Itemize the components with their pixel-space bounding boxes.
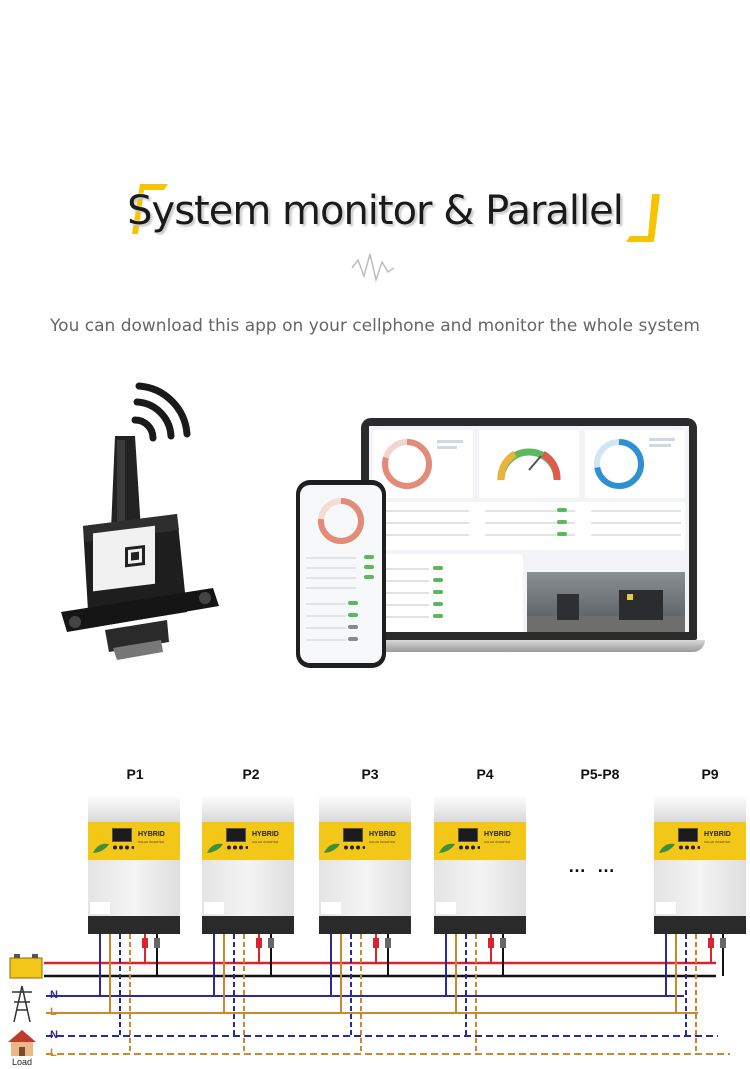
wifi-dongle-image	[61, 382, 219, 660]
laptop-image	[355, 418, 725, 656]
inverter-buttons-icon	[679, 845, 700, 850]
phone-image	[296, 480, 386, 668]
inverter-brand-sub: SOLAR INVERTER	[704, 840, 731, 844]
phone-app-preview	[300, 485, 382, 663]
page-subtitle: You can download this app on your cellph…	[50, 316, 700, 336]
inverter-p2: HYBRID SOLAR INVERTER	[202, 796, 294, 934]
unit-label-p2: P2	[242, 766, 260, 782]
inverter-display	[678, 828, 698, 842]
inverter-brand-sub: SOLAR INVERTER	[484, 840, 511, 844]
output-l-label: L	[50, 1047, 57, 1059]
unit-label-p1: P1	[126, 766, 144, 782]
leaf-logo-icon	[207, 843, 223, 853]
unit-label-p9: P9	[701, 766, 719, 782]
inverter-brand: HYBRID	[704, 831, 731, 838]
inverter-buttons-icon	[113, 845, 134, 850]
device-list-panel	[373, 554, 523, 632]
unit-label-p3: P3	[361, 766, 379, 782]
input-l-label: L	[50, 1006, 57, 1018]
leaf-logo-icon	[324, 843, 340, 853]
inverter-brand: HYBRID	[369, 831, 396, 838]
inverter-display	[112, 828, 132, 842]
dashboard-preview	[369, 426, 689, 632]
wiring-diagram	[8, 934, 730, 1056]
inverter-brand-sub: SOLAR INVERTER	[252, 840, 279, 844]
inverter-buttons-icon	[227, 845, 248, 850]
load-label: Load	[12, 1057, 33, 1067]
house-load-icon	[8, 1030, 36, 1056]
laptop-screen	[361, 418, 697, 640]
inverter-display	[458, 828, 478, 842]
inverter-brand-sub: SOLAR INVERTER	[369, 840, 396, 844]
pulse-divider-icon	[90, 253, 660, 283]
wifi-signal-icon	[131, 382, 191, 442]
hero-section	[0, 370, 750, 690]
inverter-brand: HYBRID	[484, 831, 511, 838]
title-block: System monitor & Parallel	[0, 180, 750, 250]
inverter-brand: HYBRID	[252, 831, 279, 838]
more-units-ellipsis: … …	[568, 856, 619, 876]
power-tower-icon	[12, 985, 32, 1023]
input-n-label: N	[50, 989, 58, 1001]
inverter-brand-sub: SOLAR INVERTER	[138, 840, 165, 844]
battery-icon	[9, 954, 43, 979]
inverter-p3: HYBRID SOLAR INVERTER	[319, 796, 411, 934]
inverter-buttons-icon	[344, 845, 365, 850]
laptop-base	[355, 640, 705, 652]
inverter-brand: HYBRID	[138, 831, 165, 838]
unit-label-p4: P4	[476, 766, 494, 782]
camera-preview	[527, 572, 685, 632]
inverter-display	[343, 828, 363, 842]
inverter-p4: HYBRID SOLAR INVERTER	[434, 796, 526, 934]
leaf-logo-icon	[439, 843, 455, 853]
inverter-p9: HYBRID SOLAR INVERTER	[654, 796, 746, 934]
left-bracket-icon	[132, 184, 168, 234]
unit-label-p5-p8: P5-P8	[580, 766, 620, 782]
gauge-panel-1	[373, 430, 473, 498]
inverter-p1: HYBRID SOLAR INVERTER	[88, 796, 180, 934]
gauge-panel-2	[479, 430, 579, 498]
output-n-label: N	[50, 1029, 58, 1041]
inverter-buttons-icon	[459, 845, 480, 850]
leaf-logo-icon	[659, 843, 675, 853]
leaf-logo-icon	[93, 843, 109, 853]
stats-panel	[373, 502, 685, 550]
gauge-panel-3	[585, 430, 685, 498]
page-title: System monitor & Parallel	[127, 188, 624, 234]
right-bracket-icon	[626, 194, 660, 242]
inverter-display	[226, 828, 246, 842]
parallel-diagram: P1 P2 P3 P4 P5-P8 P9 HYBRID SOLAR INVERT…	[0, 760, 750, 1069]
